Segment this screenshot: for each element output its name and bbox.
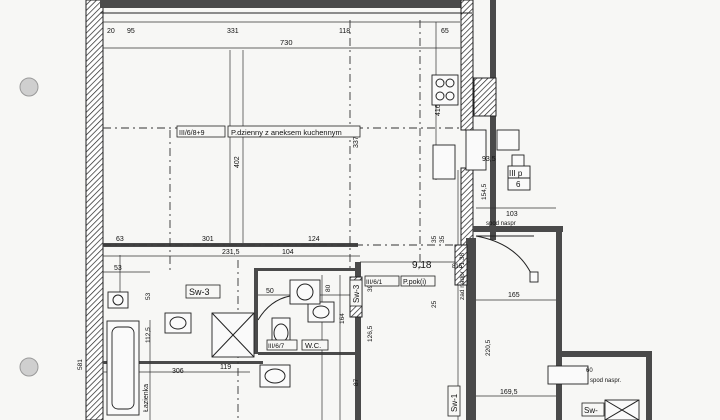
dim-816: 816 [452, 264, 463, 270]
dim-416: 416 [435, 104, 442, 116]
dim-top-95: 95 [127, 28, 135, 35]
dim-581: 581 [77, 359, 84, 370]
dim-126-5: 126,5 [367, 325, 374, 342]
dim-53: 53 [114, 265, 122, 272]
annex-right-wall [646, 351, 652, 420]
hall-partition [355, 262, 361, 420]
hall-top-wall [473, 226, 563, 232]
dim-154-5: 154,5 [481, 183, 488, 200]
sw1-label: Sw-1 [450, 393, 459, 412]
punch-hole-top [19, 77, 39, 97]
sw-bottom-label: Sw- [584, 406, 598, 415]
dim-306: 306 [172, 368, 184, 375]
dim-119: 119 [220, 364, 231, 371]
wc-name: W.C. [305, 341, 321, 350]
dim-top-118: 118 [339, 28, 350, 35]
dim-60: 60 [586, 368, 593, 374]
dim-231-5: 231,5 [222, 249, 240, 256]
dim-25: 25 [431, 300, 438, 308]
wc-bottom-wall [258, 352, 358, 355]
dim-top-65: 65 [441, 28, 449, 35]
hall-name: P.pok(i) [403, 279, 426, 286]
dim-53-vertical: 53 [145, 292, 152, 300]
stair-number: 6 [516, 180, 521, 189]
dim-top-20: 20 [107, 28, 115, 35]
wc-code: III/6/7 [268, 343, 285, 350]
dim-top-730: 730 [280, 38, 293, 47]
dim-164: 164 [339, 313, 346, 324]
stair-code: III p [509, 169, 523, 178]
zad-nadpr-text: zad nadpr +1,38 [459, 252, 466, 300]
dim-80: 80 [325, 284, 332, 292]
spod-naspr-text-2: spod naspr. [590, 378, 621, 384]
dim-165: 165 [508, 292, 520, 299]
stove [431, 74, 459, 106]
bathroom-label: Łazienka [143, 384, 150, 412]
washbasin [164, 312, 192, 334]
spod-naspr-text: spod naspr [486, 221, 516, 227]
dim-top-331: 331 [227, 28, 239, 35]
dim-402: 402 [234, 156, 241, 168]
kitchen-counter [465, 129, 487, 171]
wc-sink [307, 301, 335, 323]
dim-35: 35 [431, 235, 438, 243]
dim-87: 87 [353, 378, 360, 386]
dim-104: 104 [282, 249, 294, 256]
dim-124: 124 [308, 236, 320, 243]
kitchen-sink [432, 144, 456, 180]
stair-hatch [473, 77, 497, 117]
dim-103: 103 [506, 211, 518, 218]
dim-93-5: 93,5 [482, 156, 496, 163]
left-outer-wall [85, 0, 104, 420]
sw3-label-b: Sw-3 [352, 284, 361, 303]
stair-right-wall [490, 0, 496, 240]
dim-39: 39 [367, 284, 374, 292]
hall-door-arc [475, 235, 535, 281]
dim-35-b: 35 [439, 235, 446, 243]
dim-169-5: 169,5 [500, 389, 518, 396]
lower-partition [103, 361, 263, 364]
top-wall [100, 0, 472, 8]
dim-337: 337 [353, 136, 360, 148]
dim-220-5: 220,5 [485, 339, 492, 356]
hall-code: III/6/1 [366, 279, 383, 286]
dim-112-5: 112,5 [145, 327, 152, 343]
dim-50: 50 [266, 288, 274, 295]
dim-301: 301 [202, 236, 214, 243]
living-room-name: P.dzienny z aneksem kuchennym [231, 128, 342, 137]
bidet [259, 364, 291, 388]
hall-right-wall [556, 226, 562, 420]
wc-door-arc [257, 295, 291, 321]
annex-top-wall [556, 351, 652, 357]
living-room-code: III/6/8+9 [179, 130, 205, 137]
bath-wall-vertical [254, 268, 258, 354]
right-wall-lower [466, 238, 476, 420]
sw3-label-a: Sw-3 [189, 287, 210, 297]
wc-wall-top [258, 268, 358, 271]
elevation-mark: 9,18 [412, 260, 432, 271]
dim-63: 63 [116, 236, 124, 243]
right-wall-upper [460, 0, 474, 131]
right-wall-middle [460, 167, 474, 249]
punch-hole-bottom [19, 357, 39, 377]
